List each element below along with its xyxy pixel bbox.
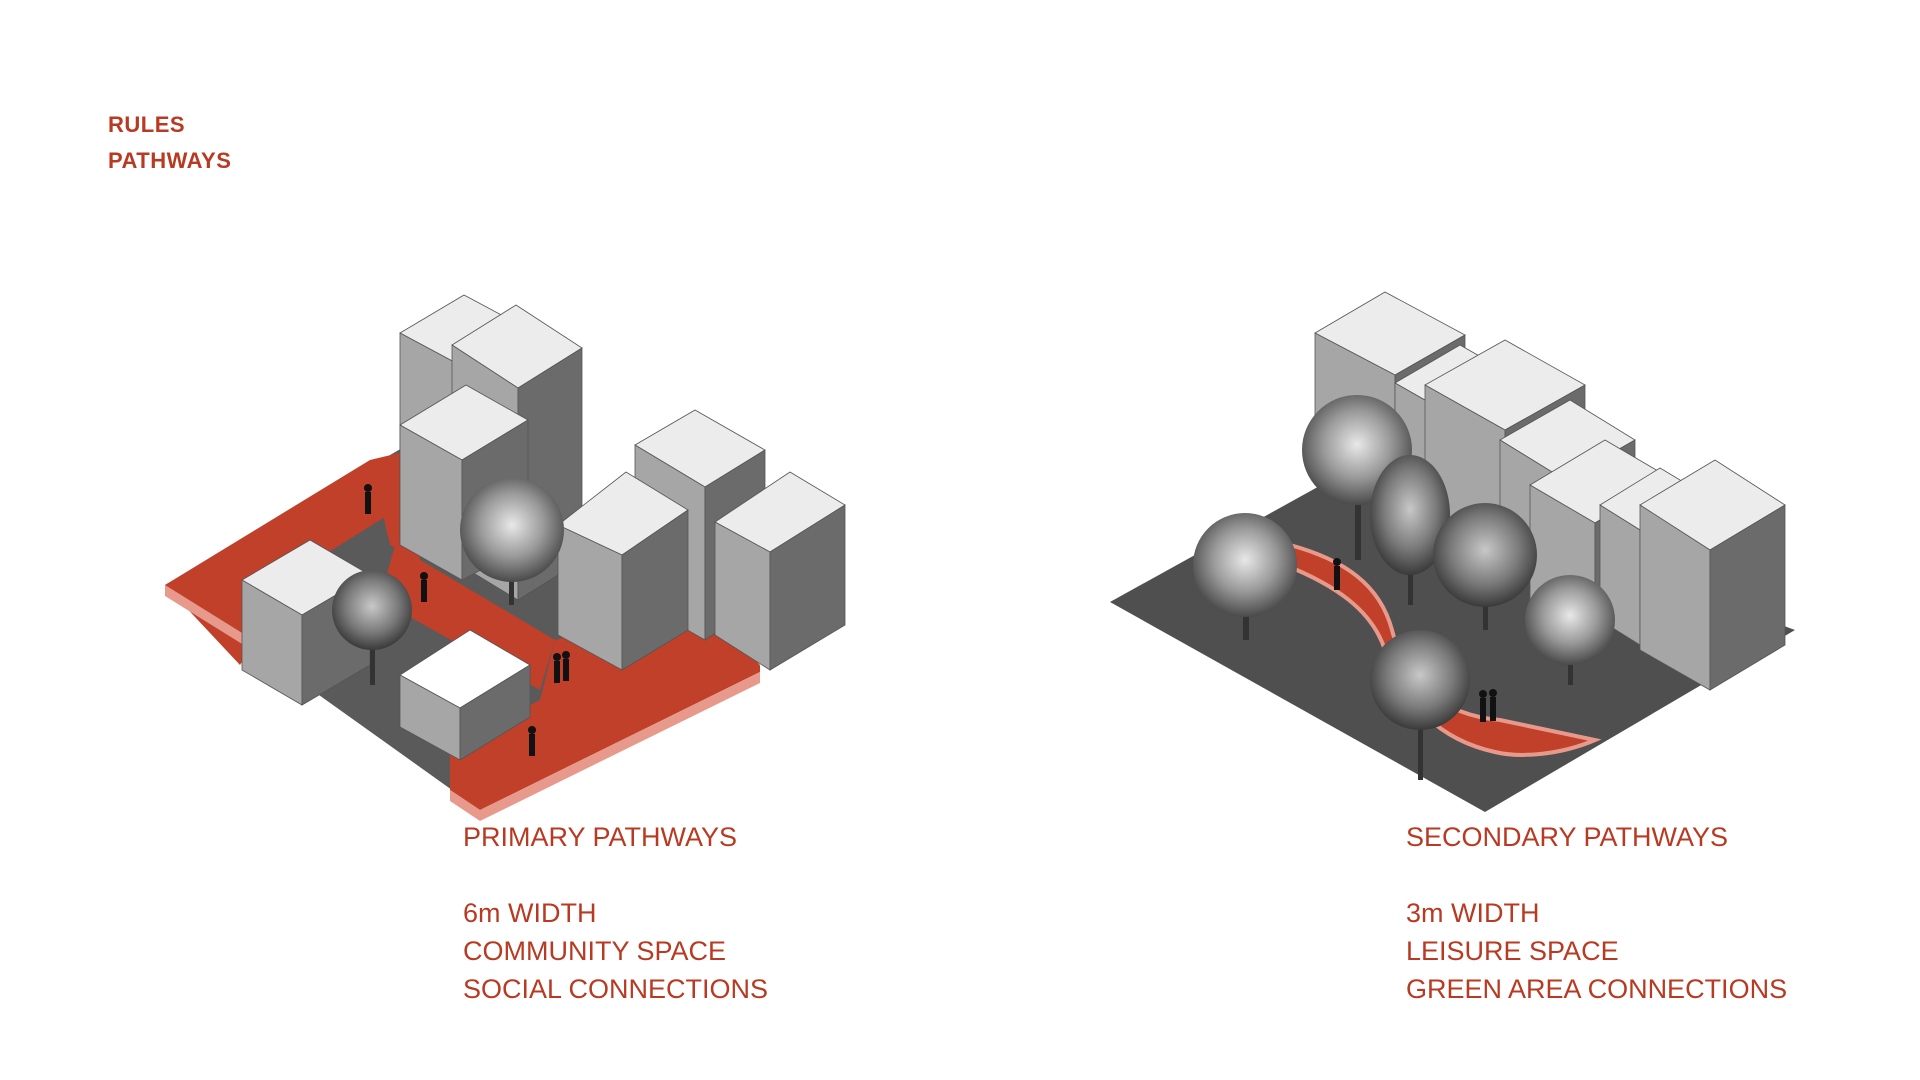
primary-pathways-diagram: [165, 294, 846, 821]
secondary-tree-3: [1370, 455, 1450, 605]
secondary-tower-7: [1639, 459, 1786, 691]
secondary-title: SECONDARY PATHWAYS: [1406, 822, 1729, 852]
secondary-caption: SECONDARY PATHWAYS 3m WIDTH LEISURE SPAC…: [1406, 818, 1787, 1008]
primary-tower-east-front: [557, 471, 689, 671]
primary-path-south: [450, 665, 760, 810]
primary-block-low-south: [399, 629, 531, 761]
primary-line-space: COMMUNITY SPACE: [463, 936, 727, 966]
secondary-people: [1333, 558, 1497, 722]
secondary-tree-6: [1370, 630, 1470, 780]
primary-line-connections: SOCIAL CONNECTIONS: [463, 974, 769, 1004]
secondary-pathways-diagram: [1110, 291, 1795, 812]
primary-tree-2: [332, 570, 412, 685]
secondary-tree-5: [1525, 575, 1615, 685]
secondary-line-width: 3m WIDTH: [1406, 898, 1540, 928]
primary-tree-1: [460, 478, 564, 605]
secondary-tree-2: [1193, 513, 1297, 640]
secondary-line-connections: GREEN AREA CONNECTIONS: [1406, 974, 1788, 1004]
heading-pathways: PATHWAYS: [108, 148, 232, 173]
primary-caption: PRIMARY PATHWAYS 6m WIDTH COMMUNITY SPAC…: [463, 818, 768, 1008]
primary-title: PRIMARY PATHWAYS: [463, 822, 738, 852]
secondary-path: [1282, 542, 1602, 757]
secondary-tree-4: [1433, 503, 1537, 630]
primary-tower-east-right: [714, 471, 846, 671]
primary-path-east: [450, 600, 760, 765]
primary-line-width: 6m WIDTH: [463, 898, 597, 928]
secondary-line-space: LEISURE SPACE: [1406, 936, 1619, 966]
primary-people: [364, 484, 570, 756]
heading-rules: RULES: [108, 112, 186, 137]
